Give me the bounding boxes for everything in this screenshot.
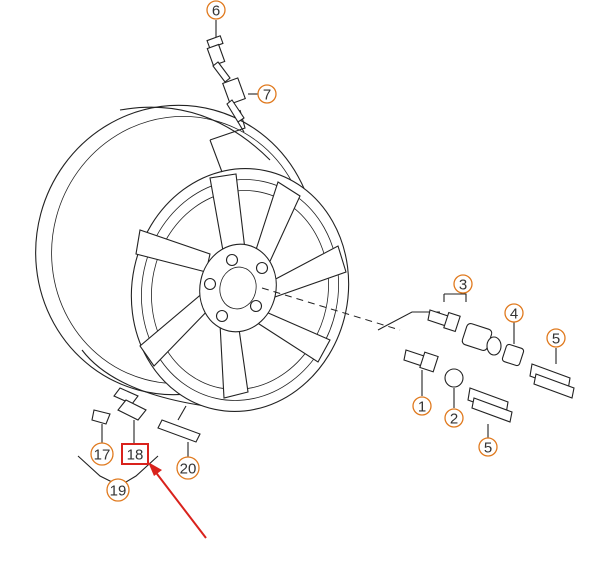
valve-stem [206,20,231,83]
callout-label: 7 [263,87,271,104]
callout-label: 1 [418,399,426,416]
bolt-cap-2 [444,368,464,408]
highlight-arrow [148,462,207,539]
wheel-hub [199,243,277,333]
puller-tool-2 [529,348,575,399]
wheel-bolt [403,349,439,396]
callout-5-right[interactable]: 5 [546,328,566,348]
alloy-wheel [35,104,350,412]
callout-20[interactable]: 20 [176,456,200,480]
callout-label: 19 [110,483,127,500]
callout-label: 20 [180,461,197,478]
puller-tool [467,387,513,438]
callout-label: 5 [552,331,560,348]
callout-label: 2 [450,411,458,428]
callout-5-bottom[interactable]: 5 [478,437,498,457]
bolt-cap-4 [501,322,525,367]
callout-label: 4 [510,306,518,323]
callout-7[interactable]: 7 [257,84,277,104]
callout-label: 5 [484,440,492,457]
lock-adapter [461,323,502,356]
callout-label: 3 [459,277,467,294]
callout-label: 17 [94,447,111,464]
valve-sensor [222,77,258,133]
highlight-box [121,443,149,465]
callout-label: 18 [127,447,144,464]
callout-6[interactable]: 6 [206,0,226,20]
callout-17[interactable]: 17 [90,442,114,466]
callout-18[interactable]: 18 [121,443,149,465]
callout-4[interactable]: 4 [504,303,524,323]
callout-2[interactable]: 2 [444,408,464,428]
callout-19[interactable]: 19 [106,478,130,502]
balance-weights [77,387,201,483]
wheel-spokes [135,173,347,399]
wheel-bolt-lock [427,309,461,333]
callout-label: 6 [212,3,220,20]
callout-1[interactable]: 1 [412,396,432,416]
callout-3[interactable]: 3 [453,274,473,294]
